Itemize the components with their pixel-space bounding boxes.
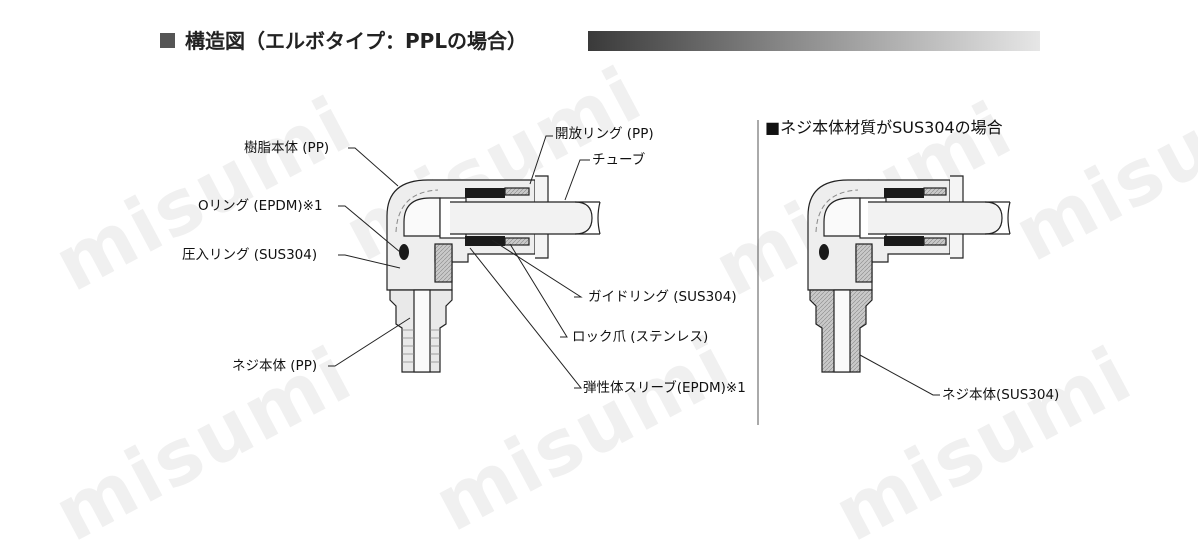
diagram-stage: misumi misumi misumi misumi misumi misum… xyxy=(40,28,1198,559)
elbow-fitting-sus xyxy=(807,175,1011,373)
leader-lines xyxy=(328,135,940,396)
label-screw-body-pp: ネジ本体 (PP) xyxy=(232,358,318,374)
label-tube: チューブ xyxy=(592,152,646,168)
title-gradient-bar xyxy=(588,31,1040,51)
elbow-fitting-pp xyxy=(386,175,601,373)
label-lock-claw: ロック爪 (ステンレス) xyxy=(572,329,709,345)
elbow-structure-drawing xyxy=(328,120,1011,425)
title-row: 構造図（エルボタイプ：PPLの場合） xyxy=(160,28,1040,54)
label-screw-body-sus: ネジ本体(SUS304) xyxy=(942,387,1060,403)
label-release-ring: 開放リング (PP) xyxy=(555,126,654,142)
page-title: 構造図（エルボタイプ：PPLの場合） xyxy=(185,29,528,53)
subtitle-sus-variant: ■ネジ本体材質がSUS304の場合 xyxy=(765,118,1003,137)
label-guide-ring: ガイドリング (SUS304) xyxy=(588,289,737,305)
label-elastic-sleeve: 弾性体スリーブ(EPDM)※1 xyxy=(583,380,746,396)
label-press-ring: 圧入リング (SUS304) xyxy=(182,247,318,263)
title-square-icon xyxy=(160,33,175,48)
label-resin-body: 樹脂本体 (PP) xyxy=(244,140,330,156)
label-o-ring: Oリング (EPDM)※1 xyxy=(198,198,323,214)
